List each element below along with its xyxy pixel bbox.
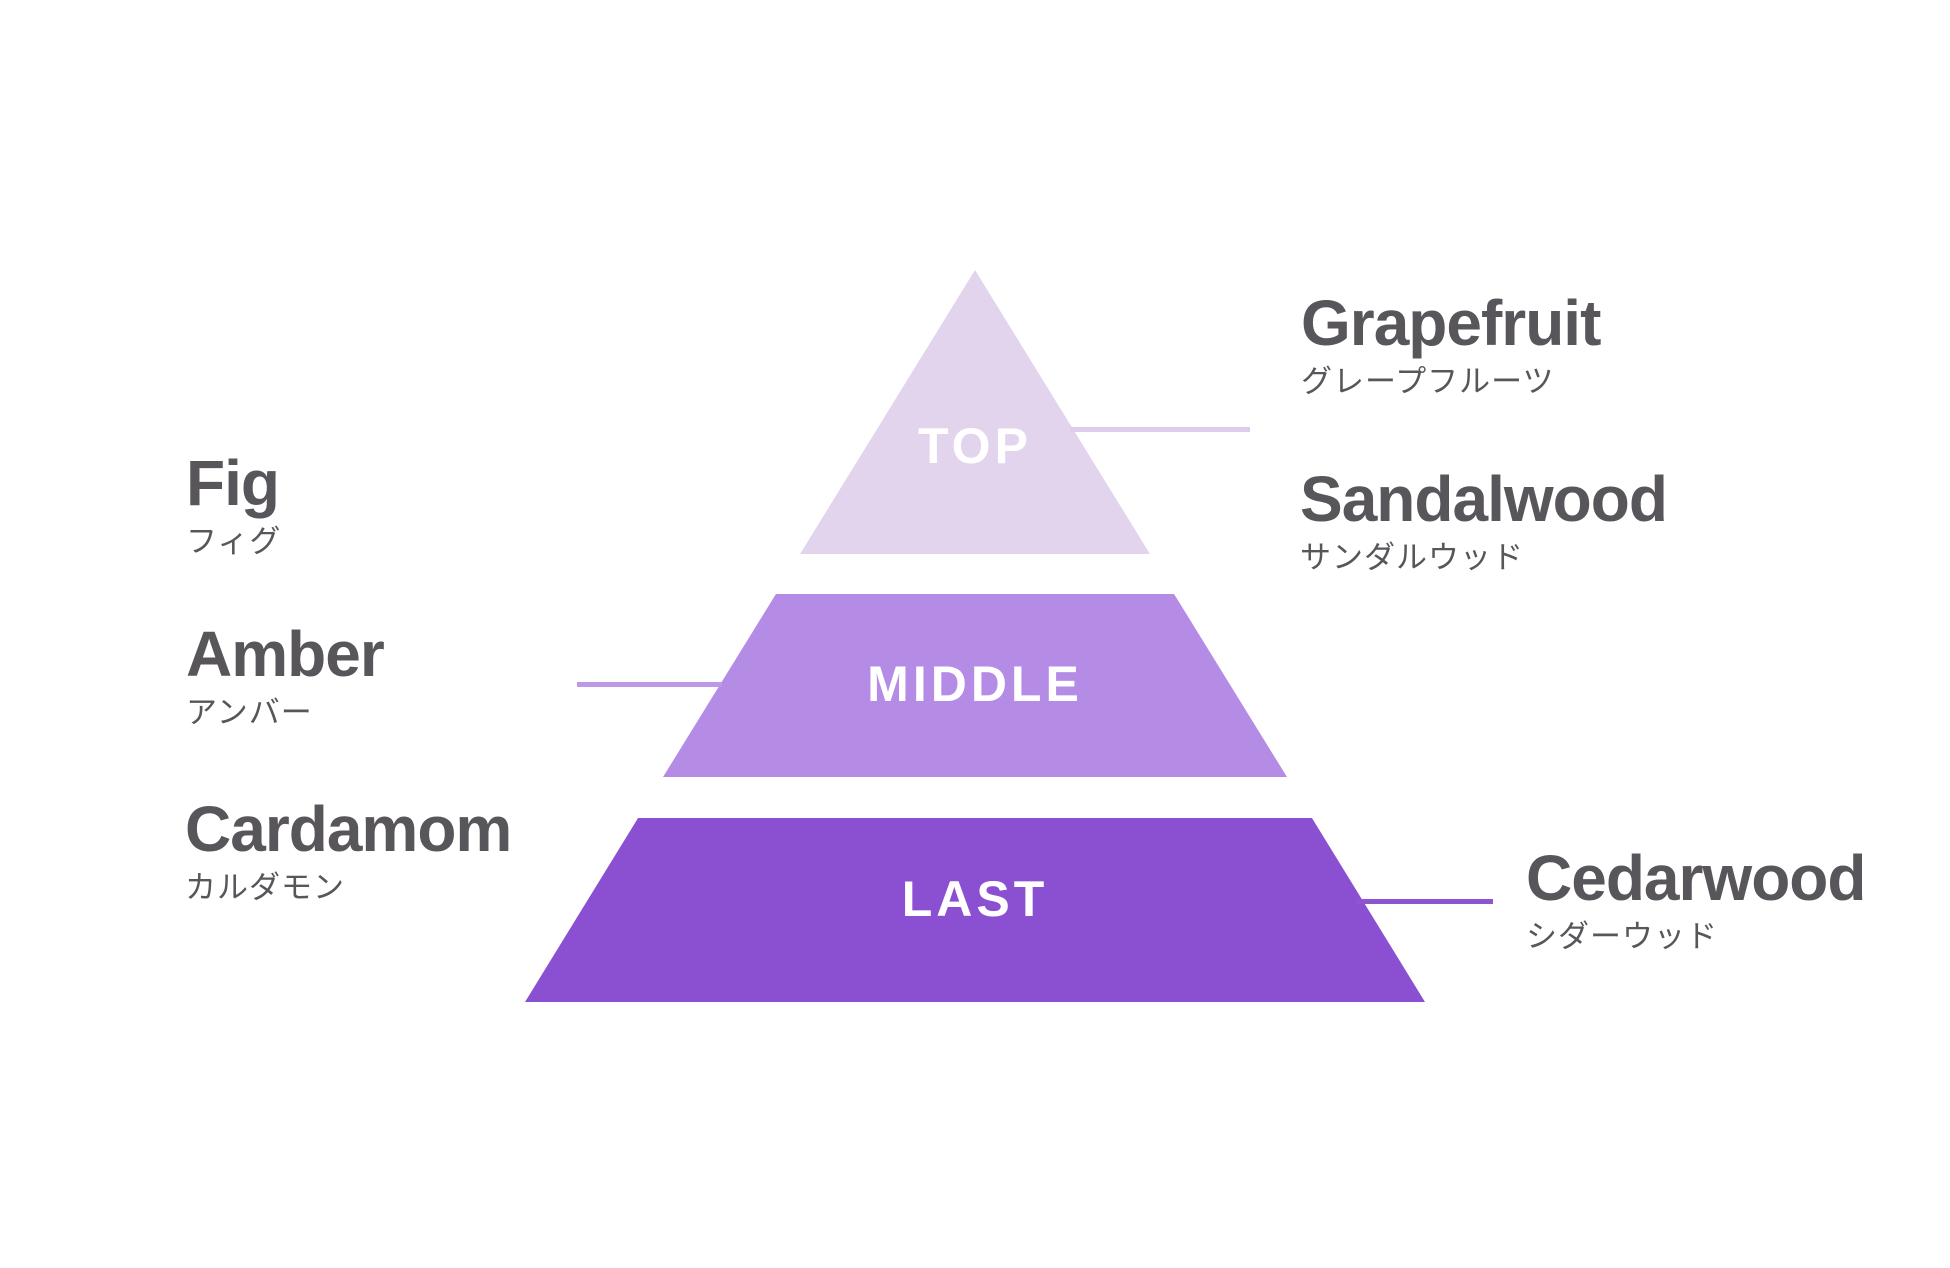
note-sandalwood: Sandalwood サンダルウッド [1300,463,1668,576]
connector-line-grapefruit [1070,427,1250,432]
note-grapefruit-name: Grapefruit [1301,287,1601,359]
tier-last-label: LAST [901,871,1049,927]
note-amber-name: Amber [186,618,385,690]
note-grapefruit-name-ja: グレープフルーツ [1301,364,1555,400]
tier-top-label: TOP [918,418,1032,474]
connector-line-cedarwood [1356,899,1493,904]
note-amber-name-ja: アンバー [186,695,313,731]
note-cedarwood-name-ja: シダーウッド [1526,919,1718,955]
note-sandalwood-name-ja: サンダルウッド [1300,540,1524,576]
note-grapefruit: Grapefruit グレープフルーツ [1301,287,1601,400]
note-fig: Fig フィグ [186,451,281,558]
pyramid-tier-middle: MIDDLE [663,594,1287,777]
pyramid-tier-top: TOP [800,270,1150,554]
note-amber: Amber アンバー [186,618,385,731]
pyramid-tier-last: LAST [525,818,1425,1002]
note-cardamom: Cardamom カルダモン [185,793,512,906]
note-cedarwood: Cedarwood シダーウッド [1526,842,1866,955]
tier-middle-label: MIDDLE [867,656,1083,712]
note-cardamom-name-ja: カルダモン [185,870,345,906]
note-sandalwood-name: Sandalwood [1300,463,1668,535]
connector-line-amber [577,682,722,687]
note-cedarwood-name: Cedarwood [1526,842,1866,914]
note-fig-name: Fig [186,447,280,519]
note-cardamom-name: Cardamom [185,793,512,865]
note-fig-name-ja: フィグ [186,524,282,560]
